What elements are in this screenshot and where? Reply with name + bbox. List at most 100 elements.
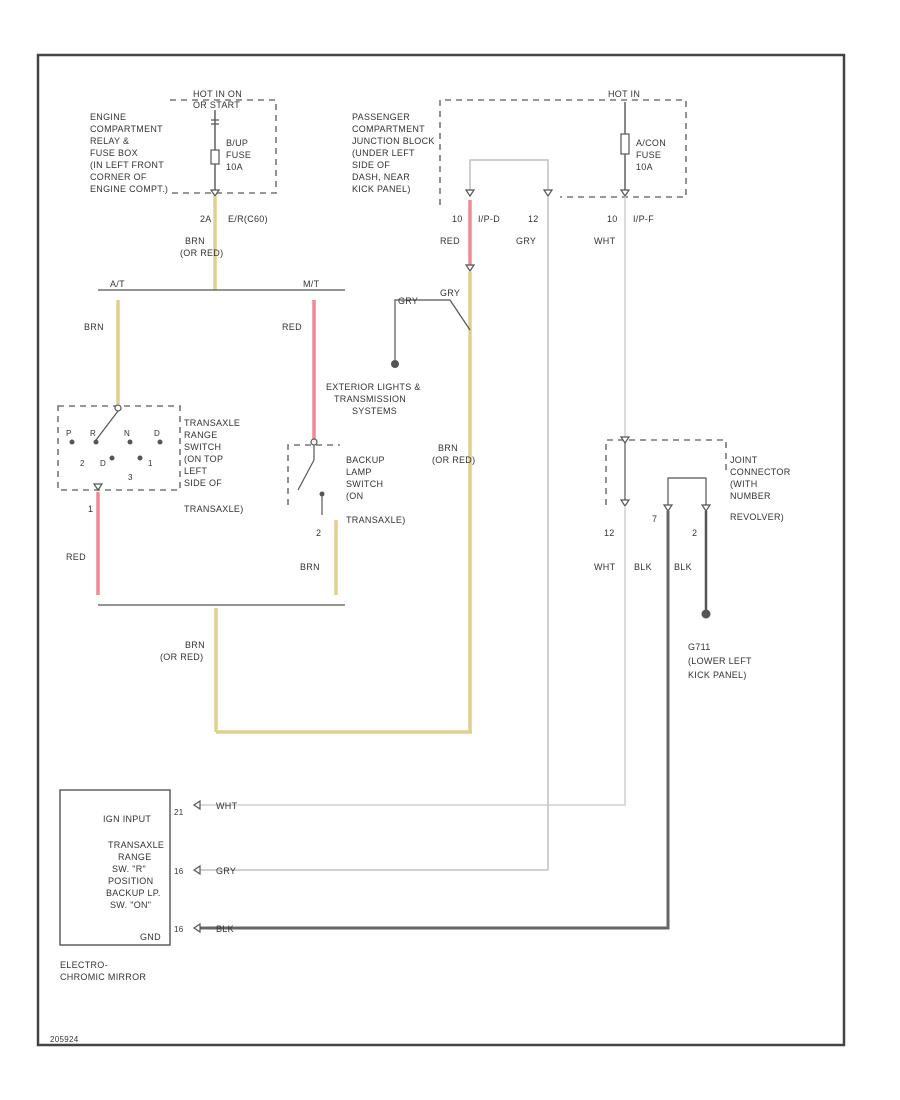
acon-fuse-line1: A/CON — [636, 138, 666, 148]
bup-fuse-line2: FUSE — [226, 150, 251, 160]
engine-fuse-box-outline — [170, 99, 277, 194]
pos-dot-2 — [93, 439, 99, 445]
engine-box-label-6: CORNER OF — [90, 172, 147, 182]
pin-12-terminal — [542, 189, 554, 198]
mirror-input-line4: POSITION — [108, 876, 153, 886]
joint-pin12-terminal — [619, 499, 631, 508]
bup-fuse-symbol-top — [211, 119, 219, 125]
brn-bottom-label-2: (OR RED) — [160, 652, 203, 662]
joint-pin2-label: 2 — [692, 528, 697, 538]
brn-left-label: BRN — [84, 322, 104, 332]
blk-joint-label-2: BLK — [674, 562, 692, 572]
ground-label-2: KICK PANEL) — [688, 670, 747, 680]
wht-joint-label: WHT — [594, 562, 616, 572]
mirror-box — [59, 789, 171, 946]
backup-label-3: SWITCH — [346, 479, 383, 489]
ipd-connector: I/P-D — [478, 214, 500, 224]
pin-12-label: 12 — [528, 214, 539, 224]
gry-pin12-label: GRY — [516, 236, 536, 246]
engine-pin-terminal — [209, 189, 221, 198]
red-junction-label: RED — [440, 236, 460, 246]
mirror-input-line3: SW. "R" — [112, 864, 146, 874]
backup-label-1: BACKUP — [346, 455, 385, 465]
transaxle-pin: 1 — [88, 504, 93, 514]
backup-label-5: TRANSAXLE) — [346, 515, 406, 525]
ground-label-1: (LOWER LEFT — [688, 656, 752, 666]
exterior-lights-terminal — [391, 360, 399, 368]
transaxle-label-5: LEFT — [184, 466, 207, 476]
pos-dot-6 — [137, 455, 143, 461]
gry-branch-label-2: GRY — [440, 288, 460, 298]
passenger-box-label-1: PASSENGER — [352, 112, 410, 122]
backup-switch-arm — [297, 459, 315, 491]
transaxle-label-6: SIDE OF — [184, 478, 222, 488]
joint-input-terminal — [619, 436, 631, 445]
transaxle-label-2: RANGE — [184, 430, 218, 440]
mirror-input-gnd: GND — [140, 932, 161, 942]
brn-top-label-2: (OR RED) — [180, 248, 223, 258]
mirror-pin-ign-terminal — [192, 799, 201, 811]
acon-fuse-symbol — [620, 133, 630, 155]
junction-internal-bus — [469, 159, 549, 190]
engine-box-label-1: ENGINE — [90, 112, 126, 122]
pin-10b-terminal — [619, 189, 631, 198]
joint-pin2-terminal — [700, 504, 712, 513]
passenger-box-label-6: DASH, NEAR — [352, 172, 410, 182]
engine-hot-line1: HOT IN ON — [193, 89, 242, 99]
mirror-title-2: CHROMIC MIRROR — [60, 972, 146, 982]
backup-input-terminal — [310, 438, 318, 446]
passenger-hot: HOT IN — [608, 89, 640, 99]
mirror-pin-gnd-terminal — [192, 922, 201, 934]
pos-r: R — [90, 429, 96, 438]
backup-label-2: LAMP — [346, 467, 372, 477]
engine-pin: 2A — [200, 214, 212, 224]
pos-dot-3 — [127, 439, 133, 445]
wire-wht-mirror — [200, 506, 626, 806]
transaxle-switch-outline — [57, 405, 181, 491]
pos-d: D — [154, 429, 160, 438]
joint-pin7-terminal — [662, 504, 674, 513]
joint-connector-outline — [605, 439, 727, 505]
electrochromic-mirror: IGN INPUT TRANSAXLE RANGE SW. "R" POSITI… — [59, 789, 238, 982]
pos-n: N — [124, 429, 130, 438]
joint-label-5: REVOLVER) — [730, 512, 784, 522]
ipf-connector: I/P-F — [633, 214, 654, 224]
mirror-wire-wht: WHT — [216, 801, 238, 811]
blk-joint-label-1: BLK — [634, 562, 652, 572]
pin-10-terminal — [464, 189, 476, 198]
engine-box-label-4: FUSE BOX — [90, 148, 138, 158]
transaxle-label-3: SWITCH — [184, 442, 221, 452]
mirror-input-line2: RANGE — [118, 852, 152, 862]
engine-box-label-7: ENGINE COMPT.) — [90, 184, 168, 194]
engine-hot-line2: OR START — [193, 100, 240, 110]
bup-fuse-line3: 10A — [226, 162, 243, 172]
pos-dot-5 — [109, 455, 115, 461]
transaxle-range-switch: P R N D 2 1 D 3 TRANSAXLE RANGE SWITCH (… — [57, 404, 243, 514]
mirror-input-ign: IGN INPUT — [103, 814, 151, 824]
pos-d2: D — [100, 459, 106, 468]
mirror-pin-ign: 21 — [174, 808, 184, 817]
wire-blk-mirror — [200, 511, 670, 930]
joint-pin7-label: 7 — [652, 514, 657, 524]
pos-3: 3 — [128, 473, 133, 482]
backup-lamp-switch: BACKUP LAMP SWITCH (ON TRANSAXLE) 2 — [287, 438, 406, 538]
joint-connector: JOINT CONNECTOR (WITH NUMBER REVOLVER) 1… — [604, 436, 790, 538]
mirror-wire-gry: GRY — [216, 866, 236, 876]
mirror-pin-range: 16 — [174, 867, 184, 876]
passenger-junction-block: HOT IN PASSENGER COMPARTMENT JUNCTION BL… — [352, 89, 687, 224]
red-transaxle-label: RED — [66, 552, 86, 562]
transaxle-input-terminal — [114, 404, 122, 412]
joint-label-3: (WITH — [730, 479, 758, 489]
transaxle-label-1: TRANSAXLE — [184, 418, 240, 428]
brn-top-label-1: BRN — [185, 236, 205, 246]
engine-box-label-2: COMPARTMENT — [90, 124, 163, 134]
pos-1: 1 — [148, 459, 153, 468]
acon-fuse-line3: 10A — [636, 162, 653, 172]
passenger-box-label-2: COMPARTMENT — [352, 124, 425, 134]
engine-connector: E/R(C60) — [228, 214, 268, 224]
brn-right-label-2: (OR RED) — [432, 455, 475, 465]
exterior-label-1: EXTERIOR LIGHTS & — [326, 382, 421, 392]
engine-box-label-3: RELAY & — [90, 136, 129, 146]
pos-p: P — [66, 429, 72, 438]
